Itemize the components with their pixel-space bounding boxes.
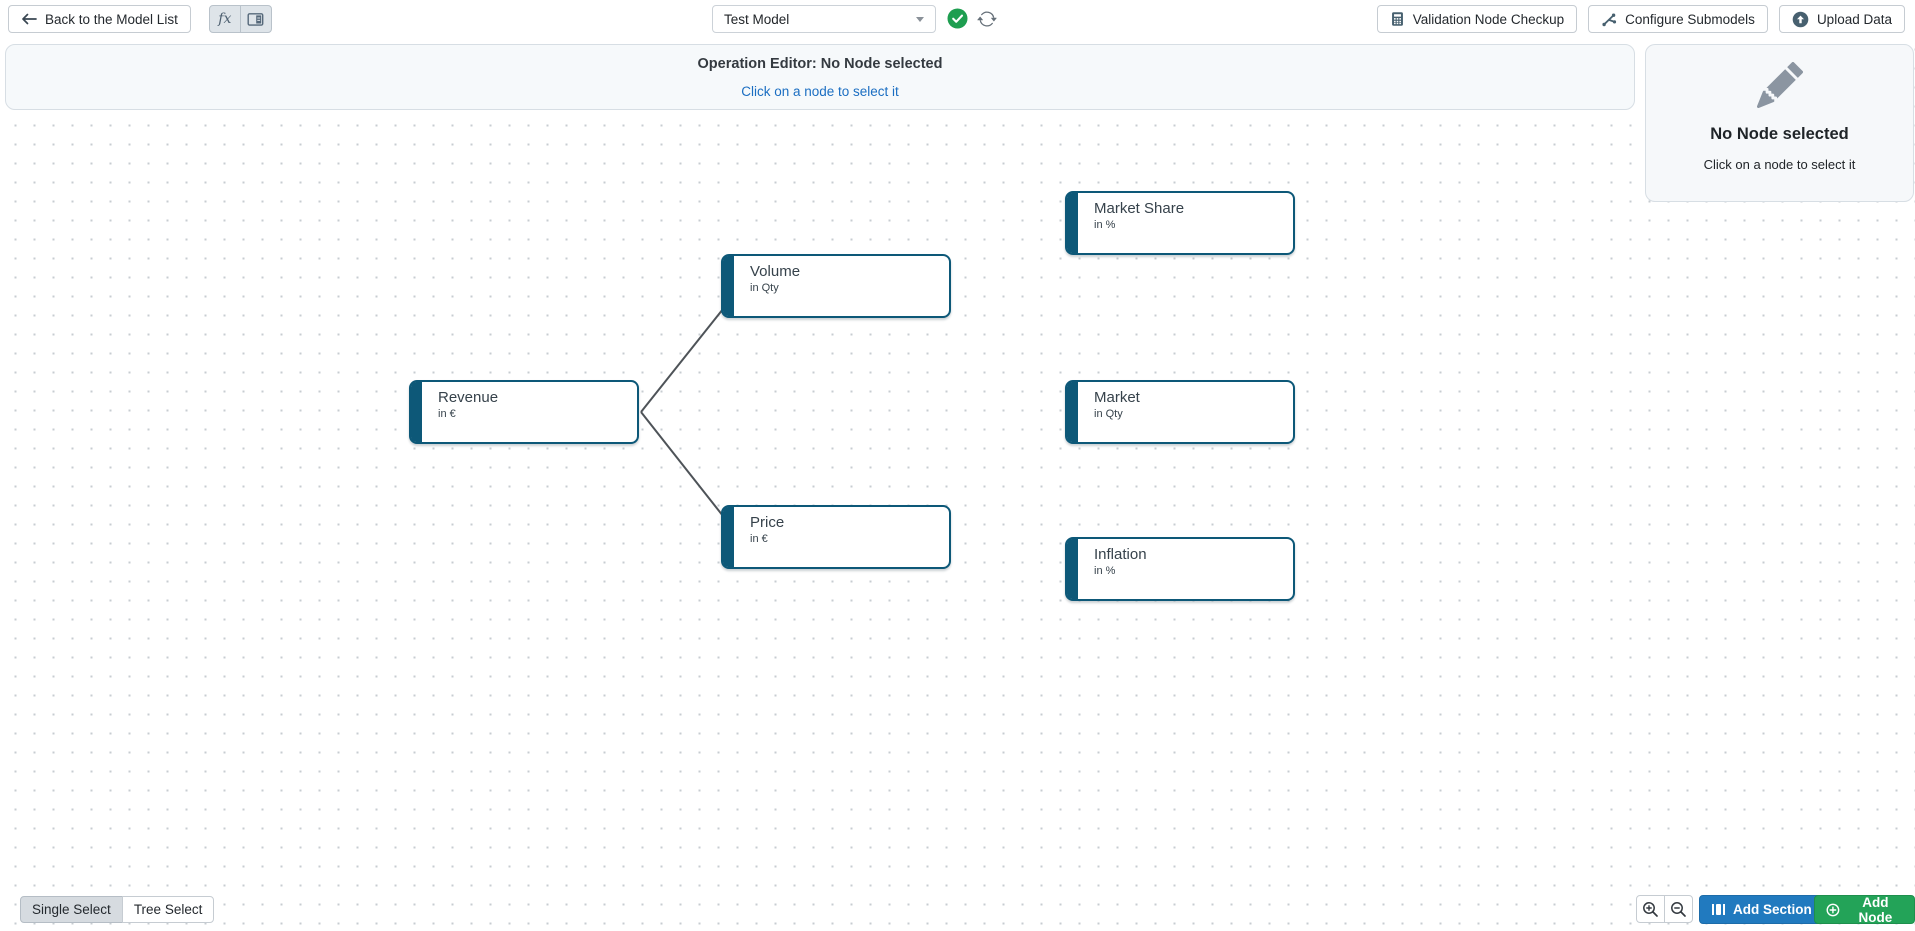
panel-view-button[interactable] [239,5,272,33]
node-accent-bar [1067,539,1078,599]
add-node-button[interactable]: Add Node [1814,894,1915,925]
editor-mode-toggle: fx [208,5,272,33]
tree-select-button[interactable]: Tree Select [121,896,215,923]
node-unit: in € [750,533,768,545]
edge-revenue-volume [640,308,724,413]
pencil-icon [1756,61,1803,108]
plus-circle-icon [1826,903,1840,916]
back-button-label: Back to the Model List [45,11,178,27]
formula-editor-button[interactable]: fx [208,5,241,33]
node-revenue[interactable]: Revenue in € [409,380,639,444]
add-section-button[interactable]: Add Section [1699,895,1825,924]
node-volume[interactable]: Volume in Qty [721,254,951,318]
edge-revenue-price [640,411,724,517]
configure-submodels-button[interactable]: Configure Submodels [1588,5,1768,33]
single-select-button[interactable]: Single Select [20,896,123,923]
back-button[interactable]: Back to the Model List [8,5,191,33]
node-unit: in % [1094,565,1116,577]
node-market[interactable]: Market in Qty [1065,380,1295,444]
node-market-share[interactable]: Market Share in % [1065,191,1295,255]
arrow-left-icon [22,13,37,25]
model-select-value: Test Model [724,11,790,27]
upload-data-button[interactable]: Upload Data [1778,5,1905,33]
node-title: Market [1094,389,1140,406]
node-unit: in Qty [750,282,779,294]
node-title: Inflation [1094,546,1147,563]
node-title: Market Share [1094,200,1185,217]
node-unit: in Qty [1094,408,1123,420]
inspector-hint: Click on a node to select it [1703,157,1856,172]
section-icon [1712,904,1725,915]
add-section-label: Add Section [1733,902,1812,917]
check-circle-icon [947,8,968,29]
operation-editor-bar: Operation Editor: No Node selected Click… [5,44,1635,110]
zoom-in-button[interactable] [1636,895,1665,923]
graph-canvas[interactable]: Operation Editor: No Node selected Click… [0,38,1915,931]
node-price[interactable]: Price in € [721,505,951,569]
node-accent-bar [1067,193,1078,253]
node-inflation[interactable]: Inflation in % [1065,537,1295,601]
node-unit: in % [1094,219,1116,231]
zoom-out-button[interactable] [1664,895,1693,923]
node-title: Volume [750,263,801,280]
fx-icon: fx [218,11,232,27]
top-toolbar: Back to the Model List fx Test Model [0,0,1915,38]
edge-lines [640,308,724,517]
calculator-icon [1391,12,1403,26]
sidebar-panel-icon [247,12,264,26]
node-title: Price [750,514,785,531]
node-unit: in € [438,408,456,420]
node-accent-bar [411,382,422,442]
add-node-label: Add Node [1858,894,1893,925]
upload-icon [1792,11,1809,27]
zoom-controls [1636,895,1693,923]
zoom-out-icon [1671,901,1686,917]
branch-icon [1602,13,1617,26]
refresh-icon[interactable] [977,9,997,29]
upload-button-label: Upload Data [1816,11,1892,27]
zoom-in-icon [1643,901,1658,917]
operation-editor-title: Operation Editor: No Node selected [697,56,943,72]
inspector-title: No Node selected [1710,125,1849,143]
node-accent-bar [723,507,734,567]
operation-editor-hint[interactable]: Click on a node to select it [741,84,899,99]
node-accent-bar [723,256,734,316]
model-select[interactable]: Test Model [712,5,936,33]
node-accent-bar [1067,382,1078,442]
chevron-down-icon [916,16,924,22]
validation-node-checkup-button[interactable]: Validation Node Checkup [1376,5,1578,33]
validation-button-label: Validation Node Checkup [1412,11,1565,27]
configure-button-label: Configure Submodels [1625,11,1755,27]
node-inspector-panel: No Node selected Click on a node to sele… [1645,44,1914,202]
select-mode-toggle: Single Select Tree Select [20,896,215,923]
node-title: Revenue [438,389,499,406]
